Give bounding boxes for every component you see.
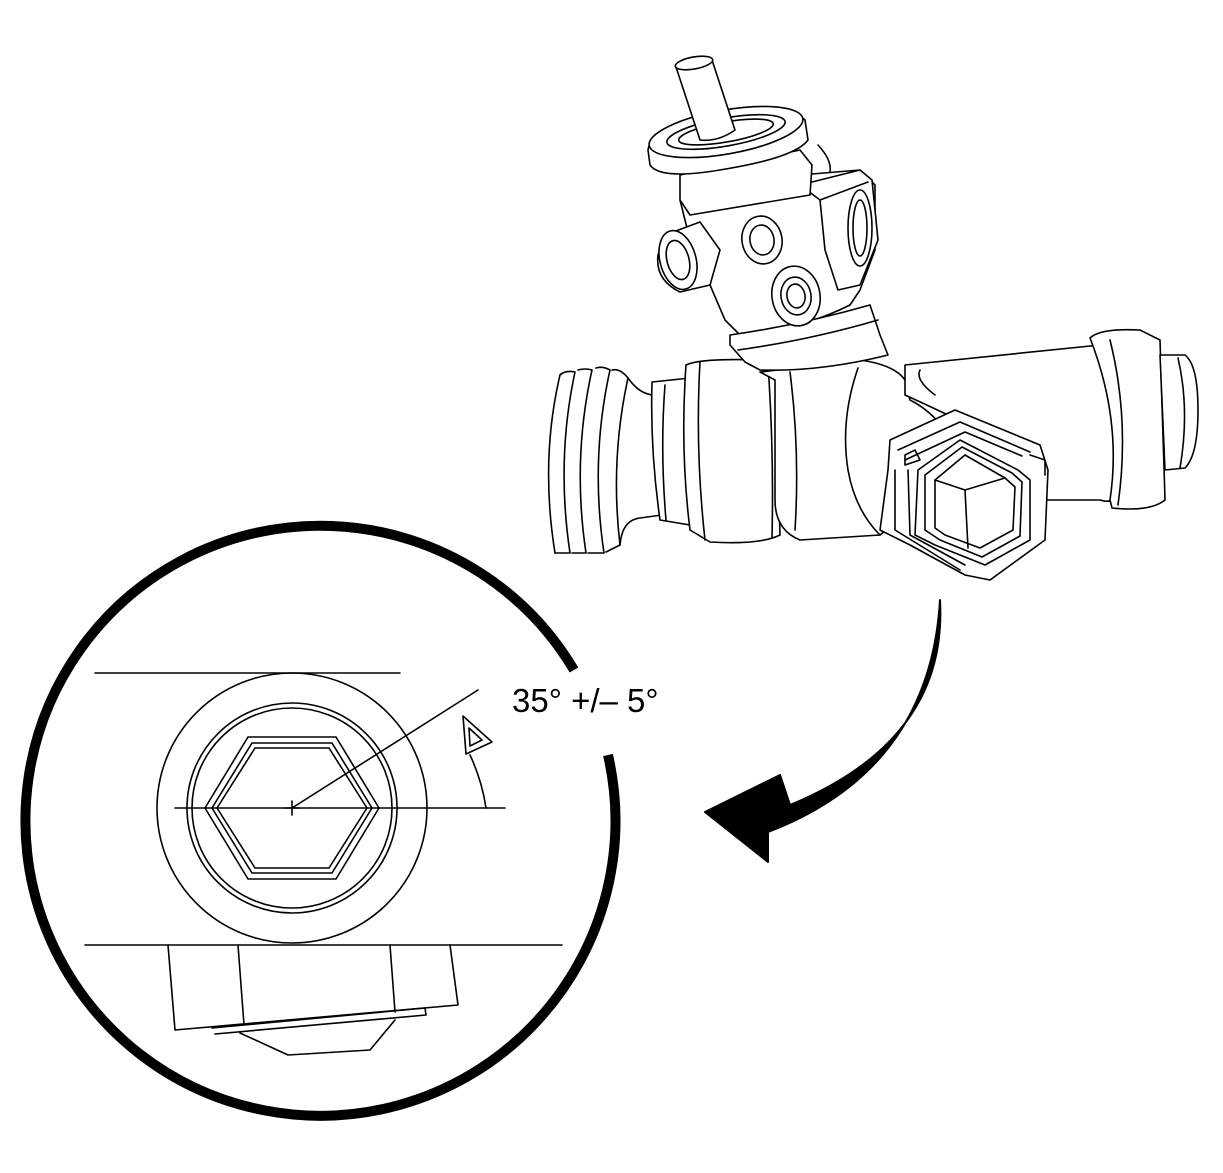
steering-gear-assembly xyxy=(547,55,1199,581)
right-tube-housing xyxy=(904,328,1199,510)
input-shaft-assembly xyxy=(647,55,832,216)
adjuster-plug xyxy=(879,409,1049,581)
detail-circle xyxy=(20,520,621,1121)
angle-callout-label: 35° +/– 5° xyxy=(512,682,659,719)
lower-housing-projection xyxy=(167,944,459,1056)
rotation-direction-icon xyxy=(462,715,493,755)
curved-arrow-icon xyxy=(704,599,942,863)
valve-housing-upper xyxy=(656,169,889,372)
left-tube-housing xyxy=(650,358,781,544)
detail-view xyxy=(20,520,621,1121)
rubber-boot-bellows xyxy=(547,366,663,554)
